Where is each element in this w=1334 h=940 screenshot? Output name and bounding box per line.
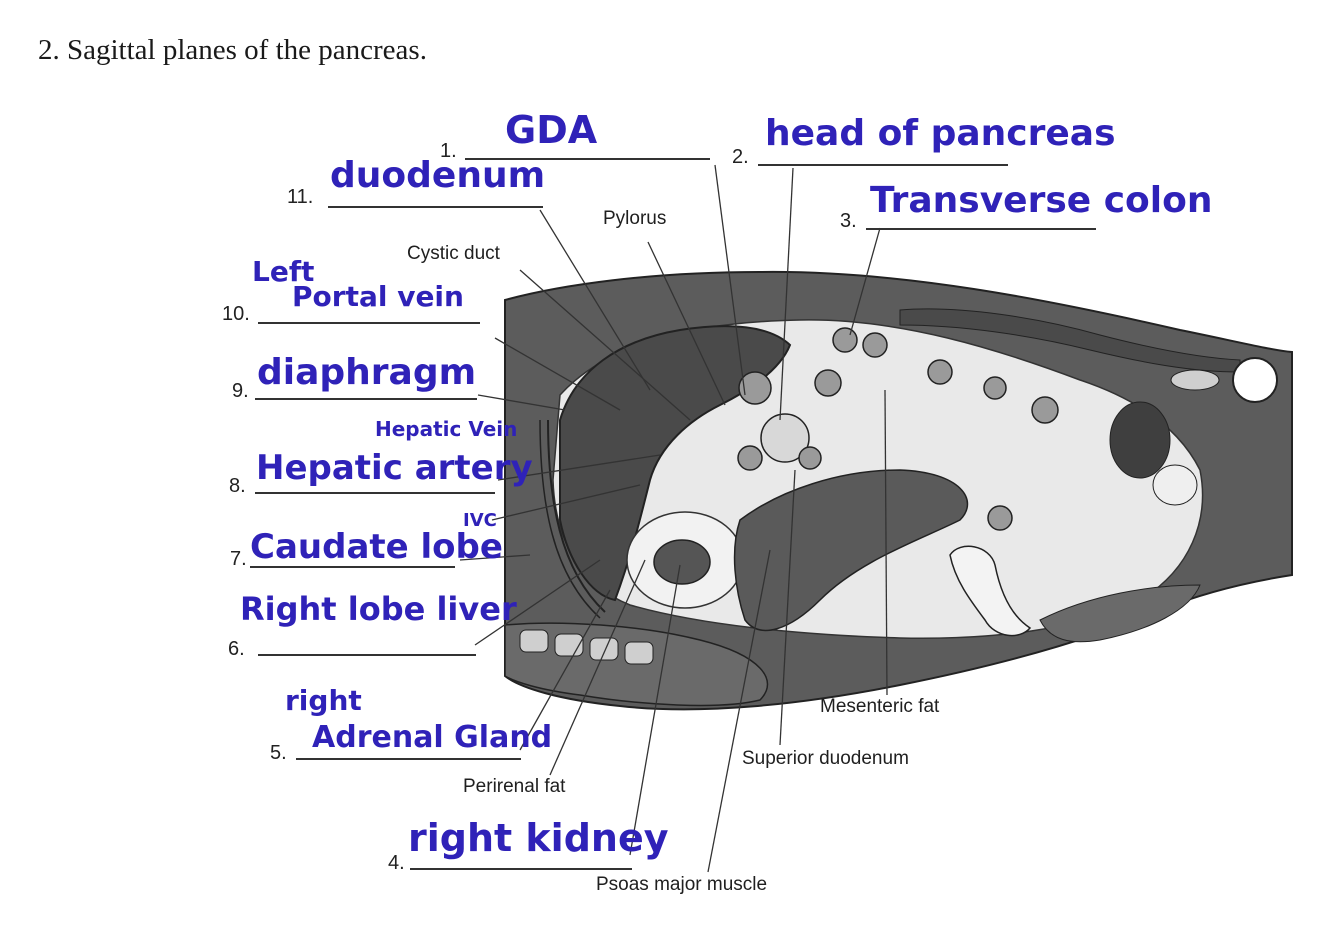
ivc-note: IVC [463,510,497,531]
blank-4-answer: right kidney [408,816,669,860]
blank-1-answer: GDA [505,108,598,152]
blank-10-answer-line1: Left [252,255,315,288]
label-perirenal-fat: Perirenal fat [463,776,566,797]
blank-10-answer-line2: Portal vein [292,280,464,313]
blank-7-answer: Caudate lobe [250,527,503,567]
blank-7-number: 7. [230,548,247,570]
blank-8-number: 8. [229,475,246,497]
blank-5-answer-line2: Adrenal Gland [312,720,553,755]
leader-lines [459,164,888,873]
blank-11-number: 11. [287,186,314,208]
question-title: 2. Sagittal planes of the pancreas. [38,34,427,66]
blank-8-answer: Hepatic artery [256,448,533,488]
liver [559,325,792,602]
label-superior-duodenum: Superior duodenum [742,748,909,769]
label-cystic-duct: Cystic duct [407,243,500,264]
blank-1-number: 1. [440,140,457,162]
blank-6-answer: Right lobe liver [240,590,517,628]
label-mesenteric-fat: Mesenteric fat [820,696,940,717]
blank-9-number: 9. [232,380,249,402]
renal-sinus [653,539,711,585]
blank-4-number: 4. [388,852,405,874]
blank-2-answer: head of pancreas [765,113,1116,154]
blank-2-number: 2. [732,146,749,168]
hepatic-vein-note: Hepatic Vein [375,417,518,441]
label-psoas-major-muscle: Psoas major muscle [596,874,768,895]
label-pylorus: Pylorus [603,208,667,229]
blank-10-number: 10. [222,303,250,325]
blank-5-answer-line1: right [285,684,362,717]
blank-11-answer: duodenum [330,155,546,196]
blank-3-answer: Transverse colon [870,180,1213,221]
blank-3-number: 3. [840,210,857,232]
blank-9-answer: diaphragm [257,352,477,393]
blank-6-number: 6. [228,638,245,660]
blank-5-number: 5. [270,742,287,764]
